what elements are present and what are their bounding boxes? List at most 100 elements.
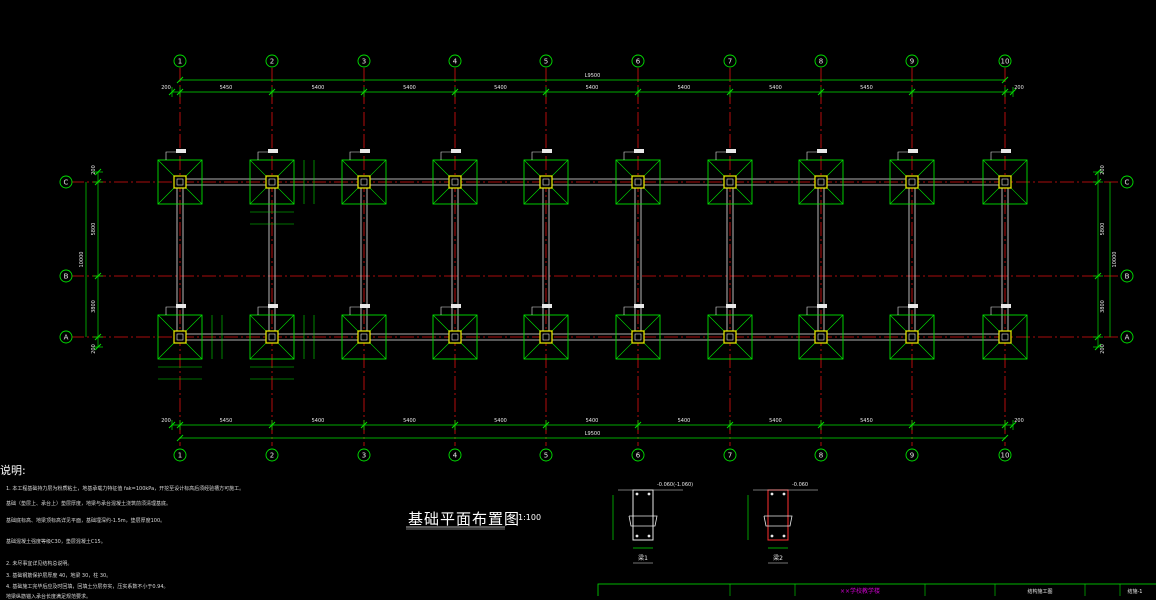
axis-bubble-label: 2 (270, 452, 274, 460)
axis-bubble-circle (1120, 175, 1134, 189)
footing-leader (440, 306, 451, 315)
dim-tick (451, 88, 459, 96)
column-core (634, 333, 642, 341)
footing-outline (432, 159, 478, 205)
rebar-dot (782, 534, 786, 538)
axis-bubble-circle (539, 448, 553, 462)
beam-section-detail: -0.060(-1.060)梁1 (612, 482, 693, 564)
column-core (634, 178, 642, 186)
footing (157, 149, 203, 205)
dim-tick (94, 272, 102, 280)
dim-tick (1001, 434, 1009, 442)
axis-bubble-label: 7 (728, 452, 732, 460)
dim-tick (176, 88, 184, 96)
dim-label: 5450 (220, 85, 233, 91)
title-block: ××学校教学楼结构施工图结施-1 (406, 526, 1156, 596)
column-stub (357, 330, 371, 344)
column-core (360, 333, 368, 341)
footing-outline (341, 314, 387, 360)
section-elevation: -0.060 (792, 482, 808, 488)
footing-leader (440, 151, 451, 160)
axis-bubble: 8 (814, 448, 828, 462)
footing-outline (982, 314, 1028, 360)
axis-bubble-circle (59, 269, 73, 283)
dim-tick (542, 421, 550, 429)
dim-tick (268, 421, 276, 429)
axis-bubble: 4 (448, 448, 462, 462)
dim-label: 200 (161, 85, 171, 91)
axis-bubble-label: 5 (544, 58, 548, 66)
axis-bubble-label: 1 (178, 452, 182, 460)
column-core (451, 178, 459, 186)
footing-tag (268, 304, 278, 308)
axis-bubble: 7 (723, 448, 737, 462)
footing-detail-dims (250, 160, 315, 225)
footing (798, 304, 844, 360)
axis-bubble-circle (1120, 269, 1134, 283)
dim-label: 200 (1014, 85, 1024, 91)
dim-tick (634, 421, 642, 429)
axis-bubble-label: 3 (362, 58, 366, 66)
footing-tag (726, 304, 736, 308)
footing-leader (257, 151, 268, 160)
axis-bubble: A (59, 330, 73, 344)
column-core (817, 333, 825, 341)
axis-bubble-label: C (1125, 179, 1130, 187)
axis-bubble-circle (448, 448, 462, 462)
footings (157, 149, 1028, 380)
rebar-dot (635, 492, 639, 496)
dim-label: 5800 (91, 223, 97, 236)
dim-tick (817, 88, 825, 96)
dim-tick (1009, 88, 1017, 96)
column-core (176, 178, 184, 186)
dim-label: 5400 (494, 85, 507, 91)
axis-bubble: B (59, 269, 73, 283)
footing-tag (360, 304, 370, 308)
footing-outline (157, 159, 203, 205)
dim-label: 5450 (860, 85, 873, 91)
footing-tag (542, 149, 552, 153)
footing-outline (523, 159, 569, 205)
footing-tag (634, 149, 644, 153)
footing-tag (176, 149, 186, 153)
axis-bubble: 5 (539, 448, 553, 462)
axis-bubble-label: 9 (910, 58, 914, 66)
dim-total-label: L9500 (585, 431, 601, 437)
footing-leader (349, 306, 360, 315)
dim-tick (94, 343, 102, 351)
axis-bubble-label: B (64, 273, 69, 281)
dim-tick (1001, 88, 1009, 96)
axis-bubble: 9 (905, 54, 919, 68)
dim-tick (168, 421, 176, 429)
footing-outline (523, 314, 569, 360)
axis-bubble-label: 8 (819, 452, 823, 460)
section-footing (628, 515, 658, 527)
footing (432, 304, 478, 360)
dim-tick (1094, 272, 1102, 280)
axis-bubble-label: 7 (728, 58, 732, 66)
axis-bubble: 1 (173, 54, 187, 68)
title-block-frame (597, 583, 1156, 596)
axis-bubble-circle (357, 54, 371, 68)
dim-label: 5400 (312, 418, 325, 424)
column-core (817, 178, 825, 186)
axis-bubble: 4 (448, 54, 462, 68)
footing-outline (615, 314, 661, 360)
note-line: 地梁纵筋锚入承台长度满足规范要求。 (6, 594, 92, 600)
footing-leader (623, 151, 634, 160)
column-stub (998, 330, 1012, 344)
title-block-project: ××学校教学楼 (840, 587, 880, 595)
footing-leader (715, 151, 726, 160)
dim-tick (94, 333, 102, 341)
footing-leader (897, 306, 908, 315)
dim-label: 200 (1100, 165, 1106, 175)
column-stub (448, 330, 462, 344)
axis-bubble-circle (723, 54, 737, 68)
axis-bubble-label: 8 (819, 58, 823, 66)
column-core (542, 333, 550, 341)
footing-leader (165, 306, 176, 315)
axis-bubble-circle (448, 54, 462, 68)
axis-bubble: 2 (265, 448, 279, 462)
